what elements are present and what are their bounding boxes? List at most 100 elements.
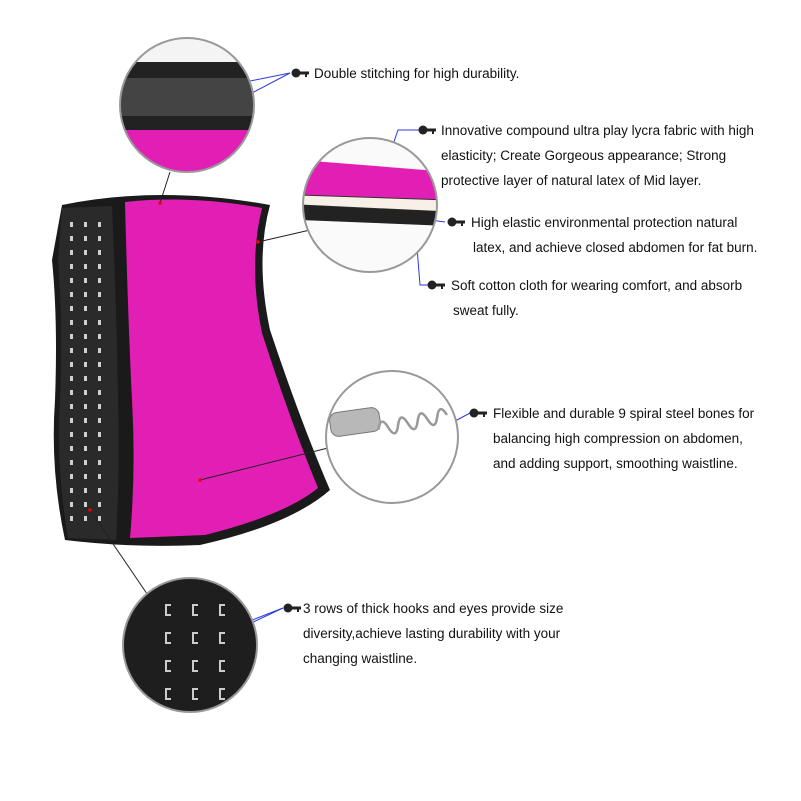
feature-text: changing waistline. bbox=[303, 651, 418, 666]
hook bbox=[84, 320, 87, 325]
feature-hooks: 3 rows of thick hooks and eyes provide s… bbox=[303, 596, 563, 671]
hook bbox=[84, 460, 87, 465]
feature-latex: High elastic environmental protection na… bbox=[471, 210, 757, 260]
hook bbox=[70, 488, 73, 493]
hook bbox=[84, 362, 87, 367]
hook-eye bbox=[165, 632, 171, 644]
hook bbox=[98, 236, 101, 241]
hook bbox=[84, 348, 87, 353]
hook bbox=[70, 292, 73, 297]
hook bbox=[84, 418, 87, 423]
hook bbox=[84, 264, 87, 269]
hook bbox=[70, 348, 73, 353]
hook-eye bbox=[192, 660, 198, 672]
key-pointer-icon bbox=[418, 125, 436, 135]
hook bbox=[98, 348, 101, 353]
detail-circle-steel-bone bbox=[326, 371, 458, 503]
hook bbox=[84, 376, 87, 381]
key-pointer-icon bbox=[447, 217, 465, 227]
hook bbox=[70, 432, 73, 437]
hook bbox=[84, 236, 87, 241]
hook bbox=[84, 432, 87, 437]
detail-circle-hooks bbox=[123, 578, 257, 712]
hook bbox=[98, 460, 101, 465]
hook bbox=[70, 236, 73, 241]
key-pointer-icons bbox=[283, 68, 487, 613]
hook bbox=[84, 250, 87, 255]
hook bbox=[84, 390, 87, 395]
hook bbox=[70, 222, 73, 227]
hook bbox=[98, 404, 101, 409]
hook-eye bbox=[219, 604, 225, 616]
hook-eye bbox=[219, 660, 225, 672]
feature-text: latex, and achieve closed abdomen for fa… bbox=[473, 240, 758, 255]
marker-dots bbox=[88, 201, 260, 512]
hook bbox=[98, 418, 101, 423]
feature-lycra: Innovative compound ultra play lycra fab… bbox=[441, 118, 754, 193]
hook bbox=[70, 362, 73, 367]
hook bbox=[84, 446, 87, 451]
hook bbox=[84, 502, 87, 507]
hook-eye bbox=[219, 688, 225, 700]
hook bbox=[70, 502, 73, 507]
hook bbox=[98, 502, 101, 507]
feature-text: and adding support, smoothing waistline. bbox=[493, 456, 738, 471]
hook bbox=[98, 362, 101, 367]
hook-eye bbox=[165, 604, 171, 616]
hook bbox=[70, 474, 73, 479]
key-pointer-icon bbox=[427, 280, 445, 290]
key-pointer-icon bbox=[283, 603, 301, 613]
hook bbox=[84, 222, 87, 227]
hook bbox=[98, 320, 101, 325]
hook bbox=[98, 474, 101, 479]
hook bbox=[84, 474, 87, 479]
key-pointer-icon bbox=[291, 68, 309, 78]
hook bbox=[70, 516, 73, 521]
hook bbox=[98, 488, 101, 493]
hook bbox=[98, 250, 101, 255]
hook bbox=[98, 516, 101, 521]
hook bbox=[98, 376, 101, 381]
feature-text: Double stitching for high durability. bbox=[314, 66, 520, 81]
feature-text: 3 rows of thick hooks and eyes provide s… bbox=[303, 601, 564, 616]
hook-eye bbox=[165, 660, 171, 672]
detail-circle-stitching bbox=[120, 38, 254, 172]
hook bbox=[84, 306, 87, 311]
hook bbox=[98, 446, 101, 451]
hook bbox=[98, 432, 101, 437]
hook bbox=[70, 306, 73, 311]
key-pointer-icon bbox=[469, 408, 487, 418]
hook bbox=[98, 222, 101, 227]
feature-text: protective layer of natural latex of Mid… bbox=[441, 173, 702, 188]
corset bbox=[52, 195, 330, 546]
feature-text: Flexible and durable 9 spiral steel bone… bbox=[493, 406, 755, 421]
hook bbox=[98, 278, 101, 283]
hook-eye bbox=[192, 632, 198, 644]
hook-rows bbox=[70, 222, 101, 521]
hook-eye bbox=[219, 632, 225, 644]
hook bbox=[70, 446, 73, 451]
feature-steel-bones: Flexible and durable 9 spiral steel bone… bbox=[493, 401, 754, 476]
hook bbox=[84, 404, 87, 409]
hook bbox=[70, 460, 73, 465]
hook bbox=[84, 516, 87, 521]
hook bbox=[98, 292, 101, 297]
feature-text: High elastic environmental protection na… bbox=[471, 215, 738, 230]
hook bbox=[84, 488, 87, 493]
feature-text: elasticity; Create Gorgeous appearance; … bbox=[441, 148, 727, 163]
hook-eye bbox=[192, 688, 198, 700]
hook bbox=[84, 334, 87, 339]
feature-cotton: Soft cotton cloth for wearing comfort, a… bbox=[451, 273, 742, 323]
hook bbox=[70, 404, 73, 409]
hook bbox=[70, 376, 73, 381]
hook-eye bbox=[165, 688, 171, 700]
hook bbox=[70, 250, 73, 255]
feature-text: Innovative compound ultra play lycra fab… bbox=[441, 123, 754, 138]
hook bbox=[70, 418, 73, 423]
hook bbox=[84, 278, 87, 283]
hook bbox=[70, 390, 73, 395]
feature-text: sweat fully. bbox=[453, 303, 519, 318]
hook bbox=[84, 292, 87, 297]
